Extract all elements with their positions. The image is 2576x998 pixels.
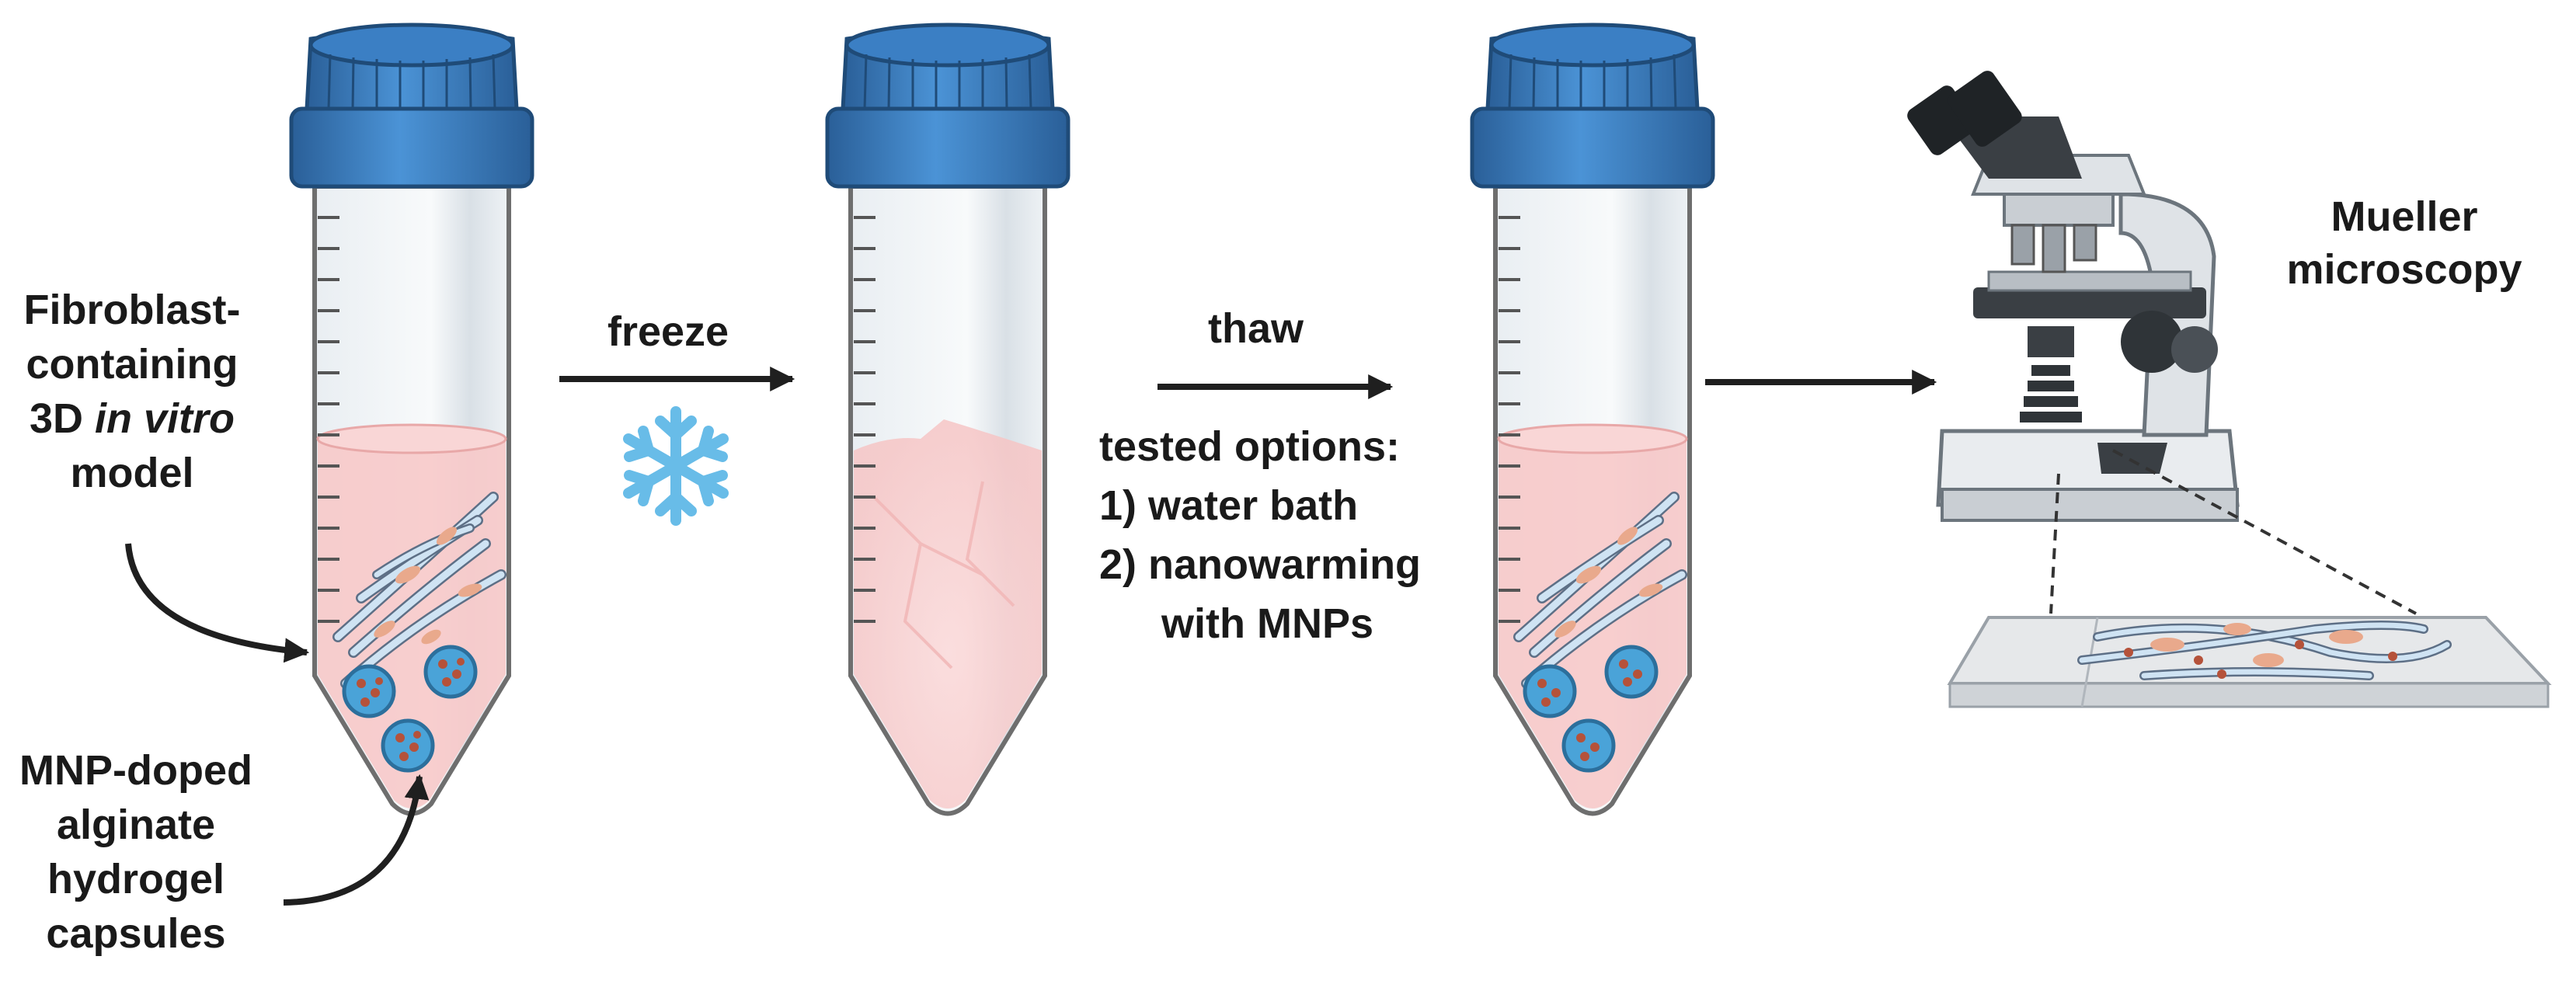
option-nanowarming: 2) nanowarming: [1099, 541, 1422, 588]
frozen-tube-icon: [825, 23, 1070, 816]
option-water-bath: 1) water bath: [1099, 482, 1359, 529]
fibroblast-label: Fibroblast- containing 3D in vitro model: [16, 289, 249, 494]
microscope-icon: [1907, 71, 2240, 522]
fibroblast-label-line3: 3D in vitro: [29, 395, 235, 442]
thaw-label: thaw: [1208, 305, 1304, 352]
mnp-capsules-label: MNP-doped alginate hydrogel capsules: [8, 749, 264, 955]
mueller-microscopy-label: Mueller microscopy: [2253, 196, 2556, 290]
process-arrows: [125, 367, 1937, 906]
thawed-tube-icon: [1470, 23, 1715, 816]
tube-cap: [289, 23, 534, 189]
magnification-lines: [2049, 449, 2417, 615]
tube-cap: [1470, 23, 1715, 189]
mnp-label-line4: capsules: [46, 910, 226, 957]
in-vitro-italic: in vitro: [95, 395, 235, 442]
fibroblast-cells: [374, 527, 482, 645]
fibroblast-label-line1: Fibroblast-: [23, 287, 241, 333]
mnp-label-line3: hydrogel: [47, 856, 225, 902]
graduation-marks: [318, 216, 339, 623]
options-heading: tested options:: [1099, 423, 1400, 470]
tested-options-label: tested options: 1) water bath 2) nanowar…: [1099, 426, 1472, 645]
freeze-label: freeze: [607, 308, 729, 355]
microscopy-line1: Mueller: [2331, 193, 2478, 240]
tube-icon: [289, 23, 534, 816]
microscopy-line2: microscopy: [2286, 246, 2522, 293]
mnp-label-line2: alginate: [56, 802, 216, 848]
mnp-label-line1: MNP-doped: [19, 747, 252, 794]
fibroblast-pointer-arrow: [125, 543, 310, 663]
tube-cap: [825, 23, 1070, 189]
slide-icon: [1947, 616, 2552, 708]
option-with-mnps: with MNPs: [1161, 600, 1374, 647]
fibroblast-label-line4: model: [70, 450, 194, 496]
fibroblast-label-line2: containing: [26, 341, 238, 388]
frozen-content: [854, 419, 1042, 808]
mnp-capsules: [342, 645, 478, 773]
capsule-pointer-arrow: [283, 774, 430, 906]
snowflake-icon: [623, 406, 729, 526]
